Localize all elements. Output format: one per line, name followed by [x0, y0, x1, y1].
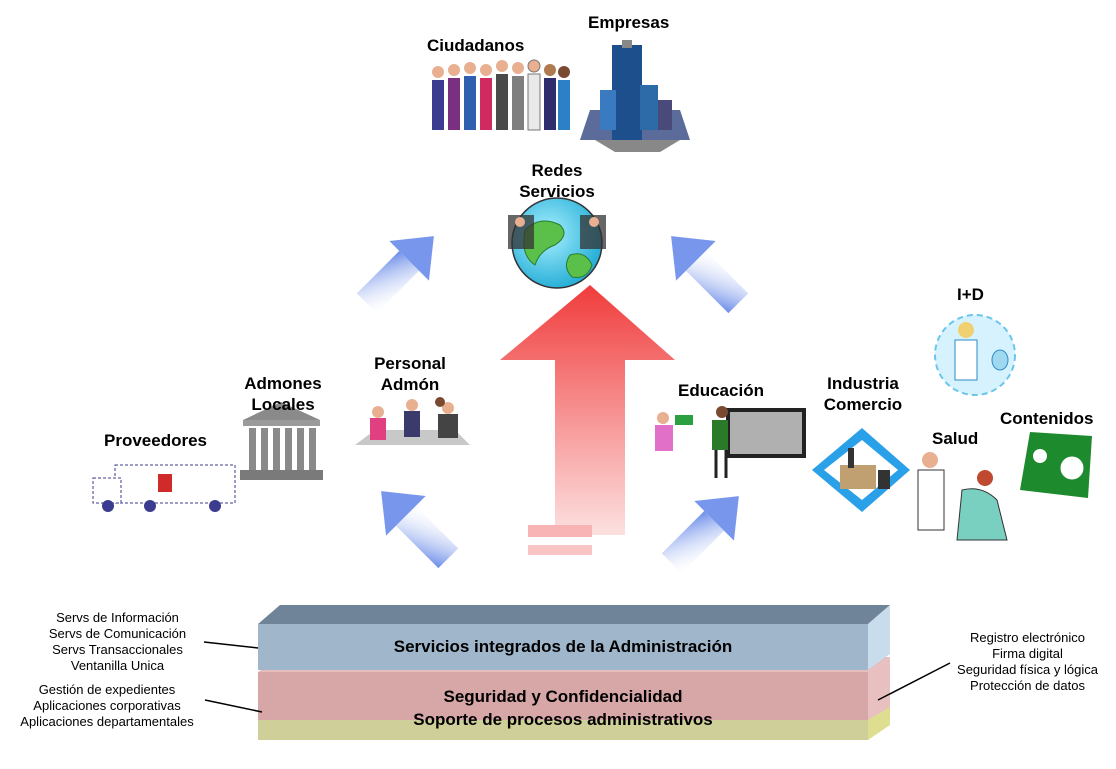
layer-label-soporte: Soporte de procesos administrativos — [413, 710, 713, 729]
label-personal-line2: Admón — [380, 375, 440, 394]
blue-arrow-upper-right — [671, 236, 749, 314]
label-industria-line2: Comercio — [823, 395, 903, 414]
research-scientist-illustration — [934, 314, 1016, 396]
note-item: Servs Transaccionales — [52, 642, 183, 657]
staff-meeting-illustration — [355, 397, 470, 445]
note-item: Aplicaciones corporativas — [33, 698, 181, 713]
note-item: Ventanilla Unica — [70, 658, 165, 673]
blue-arrow-upper-left — [356, 236, 434, 314]
note-item: Registro electrónico — [970, 630, 1085, 645]
note-pointer-line-top — [203, 641, 259, 649]
label-personal-admon: Personal Admón — [370, 353, 450, 395]
note-item: Seguridad física y lógica — [957, 662, 1098, 677]
label-industria-comercio: Industria Comercio — [818, 373, 908, 415]
education-illustration — [655, 406, 806, 478]
blue-arrow-lower-left — [381, 491, 459, 569]
label-empresas: Empresas — [588, 13, 670, 32]
label-id: I+D — [957, 285, 984, 304]
note-item: Firma digital — [992, 646, 1063, 661]
companies-building-illustration — [580, 40, 690, 152]
health-illustration — [917, 452, 1008, 541]
central-red-arrow — [500, 285, 675, 555]
label-proveedores: Proveedores — [104, 431, 207, 450]
note-item: Servs de Información — [56, 610, 179, 625]
label-salud: Salud — [932, 429, 979, 448]
note-pointer-line-right — [877, 662, 951, 701]
notes-services-list: Servs de Información Servs de Comunicaci… — [30, 610, 205, 674]
label-personal-line1: Personal — [374, 354, 446, 373]
label-admones-line2: Locales — [251, 395, 315, 414]
label-contenidos: Contenidos — [1000, 409, 1094, 428]
blue-arrow-lower-right — [661, 496, 739, 574]
label-redes-line2: Servicios — [519, 182, 595, 201]
industry-illustration — [812, 428, 910, 512]
label-admones-line1: Admones — [244, 374, 322, 393]
layer-label-seguridad: Seguridad y Confidencialidad — [443, 687, 683, 706]
label-industria-line1: Industria — [827, 374, 899, 393]
note-item: Servs de Comunicación — [48, 626, 187, 641]
layer-stack — [258, 605, 890, 740]
notes-processes-list: Gestión de expedientes Aplicaciones corp… — [7, 682, 207, 730]
notes-security-list: Registro electrónico Firma digital Segur… — [940, 630, 1115, 694]
note-item: Aplicaciones departamentales — [20, 714, 194, 729]
note-item: Gestión de expedientes — [38, 682, 176, 697]
note-pointer-line-bottom — [204, 699, 263, 713]
local-government-building-illustration — [240, 402, 323, 480]
label-redes-line1: Redes — [531, 161, 583, 180]
label-redes-servicios: Redes Servicios — [518, 160, 596, 202]
note-item: Protección de datos — [970, 678, 1085, 693]
citizens-illustration — [432, 59, 570, 131]
label-educacion: Educación — [678, 381, 764, 400]
label-admones-locales: Admones Locales — [243, 373, 323, 415]
layer-label-servicios: Servicios integrados de la Administració… — [393, 637, 733, 656]
globe-illustration — [508, 197, 606, 289]
media-content-illustration — [1020, 432, 1092, 498]
supplier-truck-illustration — [92, 464, 236, 512]
label-ciudadanos: Ciudadanos — [427, 36, 525, 55]
